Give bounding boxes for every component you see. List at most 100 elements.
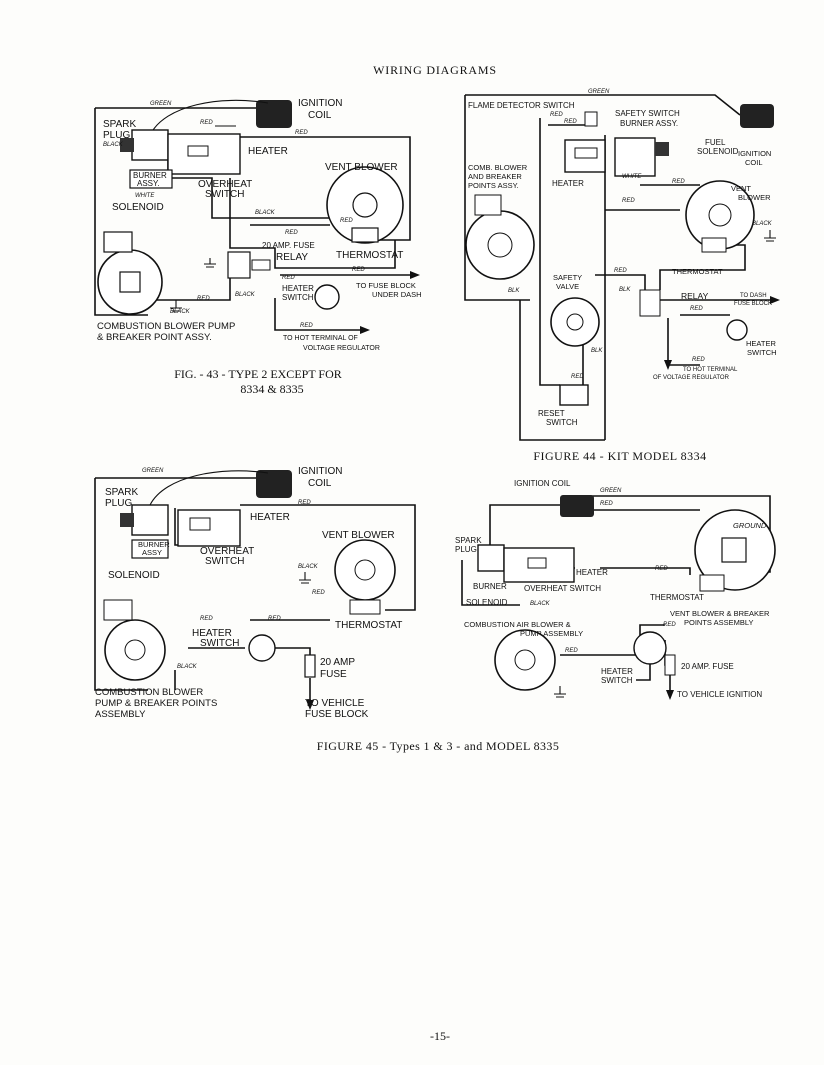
label-red4: RED bbox=[565, 648, 578, 654]
label-safety-valve1: SAFETY bbox=[553, 273, 582, 282]
fig45-caption: FIGURE 45 - Types 1 & 3 - and MODEL 8335 bbox=[317, 739, 559, 753]
wire-red-flame bbox=[539, 118, 560, 386]
label-heater: HEATER bbox=[248, 146, 288, 157]
wire-red-thermostat bbox=[600, 567, 691, 575]
label-red6: RED bbox=[690, 306, 703, 312]
label-black2: BLACK bbox=[255, 210, 276, 216]
wire-red-coil bbox=[240, 504, 416, 611]
label-vent-blower: VENT BLOWER bbox=[325, 162, 398, 173]
label-green: GREEN bbox=[588, 89, 610, 95]
label-solenoid: SOLENOID bbox=[112, 202, 164, 213]
label-fuel2: SOLENOID bbox=[697, 147, 739, 156]
ground-icon bbox=[764, 230, 776, 242]
wire-green-top bbox=[95, 103, 269, 109]
thermostat-icon bbox=[701, 237, 727, 253]
blower-pump-icon bbox=[103, 231, 133, 253]
spark-plug-icon bbox=[120, 138, 134, 152]
label-solenoid: SOLENOID bbox=[466, 598, 508, 607]
comb-pump-icon bbox=[474, 194, 502, 216]
fuse-icon bbox=[304, 654, 316, 678]
label-fuse: 20 AMP. FUSE bbox=[681, 662, 734, 671]
label-safety-valve2: VALVE bbox=[556, 282, 579, 291]
label-vent1: VENT bbox=[731, 184, 751, 193]
label-relay: RELAY bbox=[681, 291, 709, 301]
combustion-blower-hub bbox=[124, 639, 146, 661]
arrow-vehicle bbox=[306, 700, 314, 710]
label-red5: RED bbox=[614, 268, 627, 274]
arrow-fuse-block bbox=[410, 271, 420, 279]
wire-green-coil bbox=[149, 470, 269, 506]
label-hot-terminal2: VOLTAGE REGULATOR bbox=[303, 345, 380, 352]
ground-icon bbox=[299, 572, 311, 584]
label-assy: ASSY. bbox=[137, 179, 160, 188]
label-vent2: POINTS ASSEMBLY bbox=[684, 618, 753, 627]
label-red7: RED bbox=[197, 296, 210, 302]
vent-blower-hub bbox=[354, 559, 376, 581]
label-red1: RED bbox=[600, 501, 613, 507]
label-fuse-block2: UNDER DASH bbox=[372, 290, 422, 299]
label-spark2: PLUG bbox=[455, 545, 477, 554]
combustion-air-blower-hub bbox=[514, 649, 536, 671]
label-green: GREEN bbox=[150, 101, 172, 107]
label-ignition: IGNITION bbox=[298, 98, 342, 109]
label-coil: COIL bbox=[308, 478, 332, 489]
label-comb1: COMB. BLOWER bbox=[468, 163, 528, 172]
label-overheat: OVERHEAT SWITCH bbox=[524, 584, 601, 593]
label-ignition: IGNITION bbox=[298, 466, 342, 477]
label-red7: RED bbox=[571, 374, 584, 380]
wire-red-relay bbox=[229, 178, 396, 269]
label-safety-switch1: SAFETY SWITCH bbox=[615, 109, 680, 118]
label-switch: SWITCH bbox=[205, 556, 244, 567]
vent-blower-hub bbox=[352, 192, 378, 218]
label-red8: RED bbox=[692, 357, 705, 363]
label-black1: BLACK bbox=[103, 142, 124, 148]
label-thermostat: THERMOSTAT bbox=[335, 620, 402, 631]
label-assy: ASSY bbox=[142, 548, 162, 557]
ground-icon bbox=[204, 258, 216, 268]
solenoid-icon bbox=[187, 145, 209, 157]
arrow-ignition bbox=[666, 690, 674, 700]
label-comb1: COMBUSTION AIR BLOWER & bbox=[464, 620, 571, 629]
arrow-regulator bbox=[360, 326, 370, 334]
label-overheat: OVERHEAT bbox=[198, 179, 252, 190]
heater-icon bbox=[564, 139, 606, 173]
label-hot-terminal1: TO HOT TERMINAL OF bbox=[283, 335, 358, 342]
label-spark: SPARK bbox=[103, 119, 136, 130]
burner-icon bbox=[477, 544, 505, 572]
label-fuel1: FUEL bbox=[705, 138, 726, 147]
label-black4: BLACK bbox=[170, 309, 191, 315]
figure-45-right: IGNITION COIL GREEN RED SPARK PLUG GROUN… bbox=[455, 479, 776, 700]
safety-valve-core bbox=[566, 313, 584, 331]
label-black1: BLACK bbox=[298, 564, 319, 570]
heater-terminal-icon bbox=[574, 147, 598, 159]
label-flame-detector: FLAME DETECTOR SWITCH bbox=[468, 101, 575, 110]
heater-switch-icon bbox=[633, 631, 667, 665]
label-red4: RED bbox=[285, 230, 298, 236]
label-heater-switch2: SWITCH bbox=[282, 293, 314, 302]
label-burner: BURNER bbox=[473, 582, 507, 591]
figure-44: GREEN FLAME DETECTOR SWITCH RED RED SAFE… bbox=[464, 89, 780, 463]
thermostat-icon bbox=[351, 227, 379, 243]
breaker-points-icon bbox=[721, 537, 747, 563]
label-heater-switch1: HEATER bbox=[601, 667, 633, 676]
wire-frame-left bbox=[461, 560, 520, 606]
wire-reset-loop bbox=[519, 300, 605, 441]
label-spark1: SPARK bbox=[455, 536, 482, 545]
figure-43: GREEN IGNITION COIL SPARK PLUG RED RED B… bbox=[94, 98, 422, 396]
label-comb2: AND BREAKER bbox=[468, 172, 522, 181]
label-combustion3: ASSEMBLY bbox=[95, 709, 146, 720]
label-red8: RED bbox=[300, 323, 313, 329]
burner-label-box bbox=[129, 169, 173, 189]
burner-label-box bbox=[131, 539, 169, 559]
label-dash2: FUSE BLOCK bbox=[734, 301, 772, 307]
wire-frame-left bbox=[94, 108, 148, 316]
label-comb3: POINTS ASSY. bbox=[468, 181, 519, 190]
label-thermostat: THERMOSTAT bbox=[672, 267, 723, 276]
label-heater-switch1: HEATER bbox=[282, 284, 314, 293]
arrow-hot bbox=[664, 360, 672, 370]
label-heater-switch1: HEATER bbox=[746, 339, 776, 348]
wire-green-coil bbox=[149, 99, 269, 136]
label-blk2: BLK bbox=[619, 287, 631, 293]
label-reset2: SWITCH bbox=[546, 418, 578, 427]
label-red3: RED bbox=[672, 179, 685, 185]
